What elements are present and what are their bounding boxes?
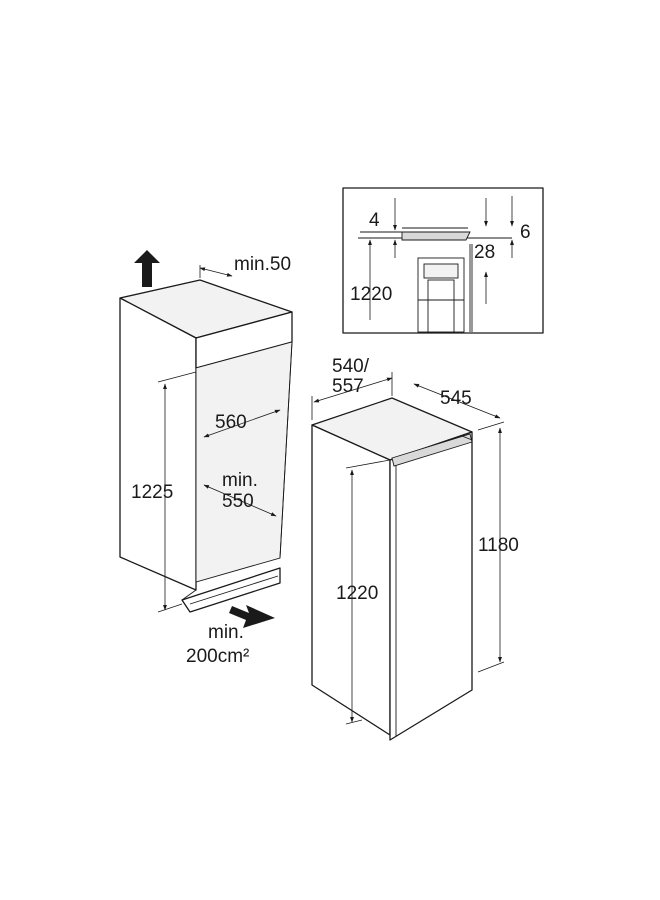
label-detail-28: 28 (474, 242, 495, 263)
vent-up-arrow (134, 250, 160, 287)
label-560: 560 (215, 412, 247, 433)
detail-box (342, 187, 544, 334)
label-min550-min: min. (222, 470, 258, 491)
label-detail-1220: 1220 (350, 284, 392, 305)
label-vent-area: 200cm² (186, 646, 249, 667)
label-540: 540/ (332, 356, 370, 377)
dim-560 (203, 409, 281, 438)
niche-cabinet (119, 279, 293, 613)
vent-in-arrow (229, 605, 275, 628)
dim-min550 (203, 484, 277, 517)
label-detail-6: 6 (520, 222, 531, 243)
label-1180: 1180 (478, 535, 519, 556)
label-min550-value: 550 (222, 491, 254, 512)
label-appliance-1220: 1220 (336, 583, 378, 604)
dim-1225 (157, 371, 197, 613)
label-vent-min: min. (208, 622, 244, 643)
dim-545 (413, 383, 501, 419)
label-557: 557 (332, 376, 364, 397)
label-1225: 1225 (131, 482, 173, 503)
label-545: 545 (440, 388, 472, 409)
dim-min50 (199, 265, 233, 278)
dim-appliance-1220 (345, 459, 391, 725)
appliance (311, 397, 473, 741)
dim-540-557 (311, 372, 393, 420)
label-detail-4: 4 (369, 210, 380, 231)
label-min50: min.50 (234, 254, 291, 275)
dim-1180 (477, 421, 505, 673)
